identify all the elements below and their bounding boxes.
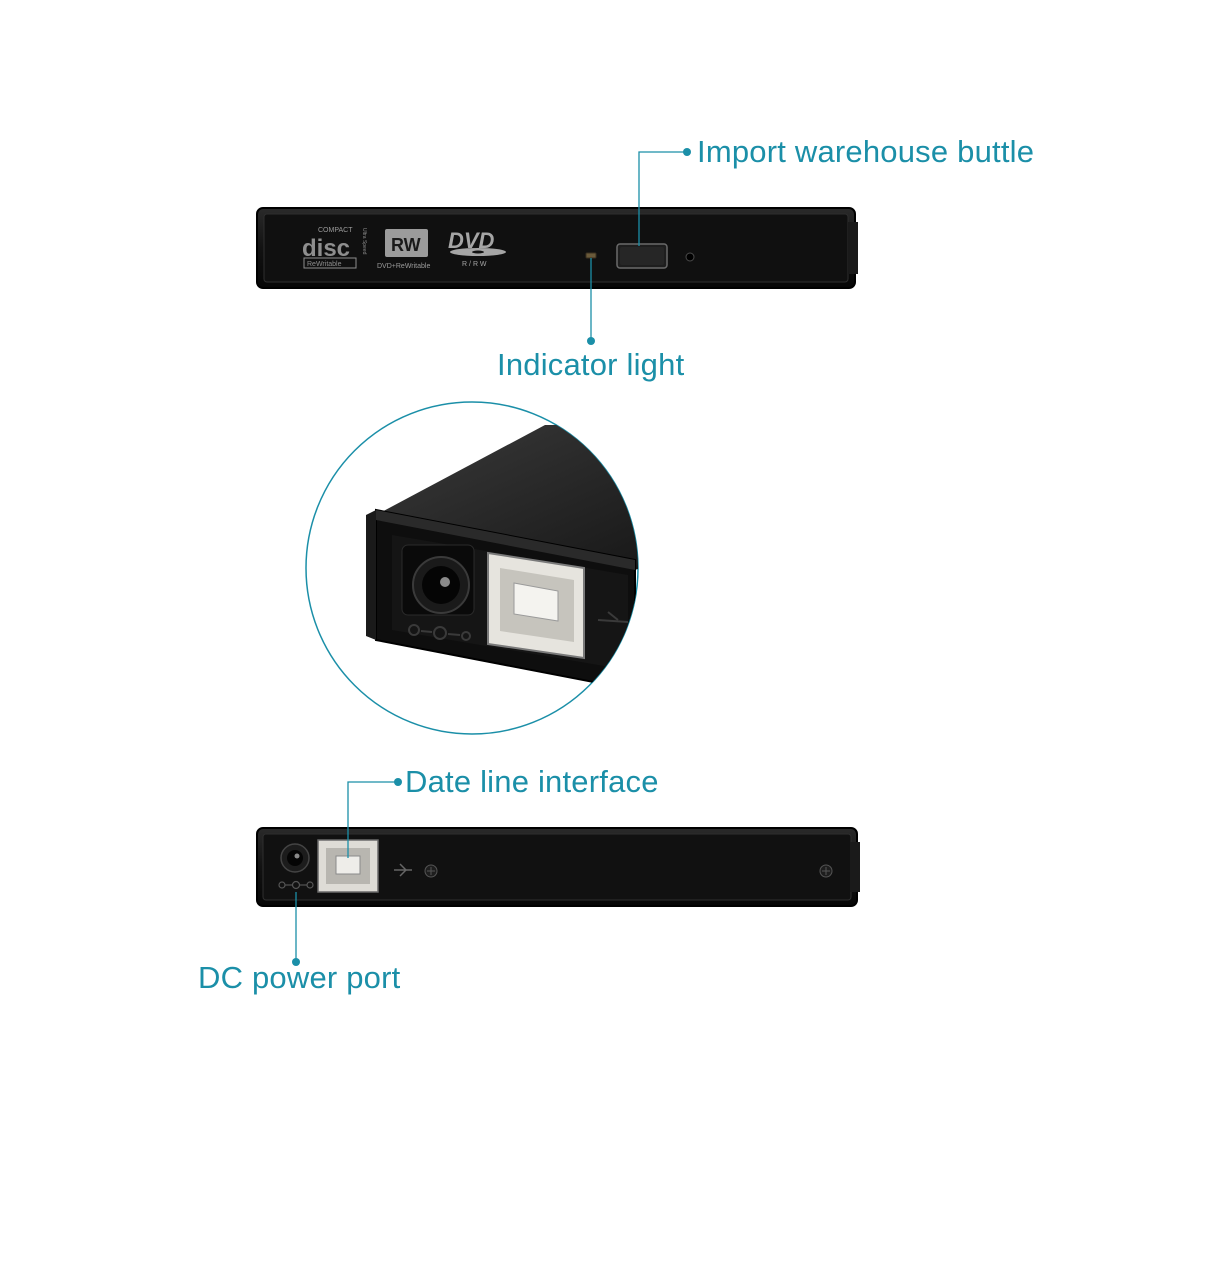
- label-indicator-light: Indicator light: [497, 347, 685, 382]
- dc-polarity-icon: [408, 624, 471, 641]
- dc-power-jack: [278, 843, 314, 890]
- disc-logo-top: COMPACT: [318, 227, 353, 234]
- disc-logo-side: Ultra Speed: [361, 228, 367, 255]
- rw-caption: DVD+ReWritable: [377, 263, 430, 270]
- drive-rear-panel: [256, 827, 860, 907]
- zoom-detail: [305, 401, 639, 735]
- screw-icon: [819, 864, 833, 878]
- callout-dot: [587, 337, 595, 345]
- callout-lines-front: [590, 151, 686, 340]
- dvd-caption: R/RW: [462, 261, 489, 268]
- rw-badge: RW DVD+ReWritable: [377, 229, 430, 270]
- indicator-led: [585, 252, 597, 259]
- screw-icon: [424, 864, 438, 878]
- callout-dot: [292, 958, 300, 966]
- usb-symbol-icon: [394, 863, 412, 877]
- callout-dot: [683, 148, 691, 156]
- dvd-logo: DVD R/RW: [448, 228, 506, 268]
- disc-logo-sub: ReWritable: [307, 261, 342, 268]
- usb-symbol-icon: [597, 611, 629, 623]
- callout-lines-rear: [295, 781, 396, 960]
- emergency-eject-hole: [685, 252, 695, 262]
- compact-disc-logo: COMPACT disc ReWritable Ultra Speed: [302, 227, 367, 269]
- callout-dot: [394, 778, 402, 786]
- rw-badge-text: RW: [391, 235, 421, 255]
- label-dc-power-port: DC power port: [198, 960, 401, 995]
- label-eject-button: Import warehouse buttle: [697, 134, 1035, 169]
- label-data-port: Date line interface: [405, 764, 659, 799]
- drive-front-panel: COMPACT disc ReWritable Ultra Speed RW D…: [256, 207, 858, 289]
